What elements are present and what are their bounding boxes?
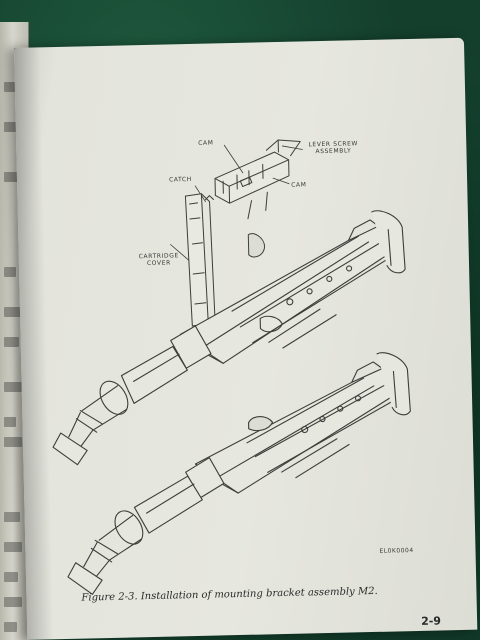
callout-lever-screw-assembly: LEVER SCREW ASSEMBLY [308,140,359,156]
callout-cam-right: CAM [291,181,307,189]
manual-page: CAM LEVER SCREW ASSEMBLY CAM CATCH CARTR… [14,37,478,640]
mounting-bracket-assembly-drawing [214,139,301,220]
page-number: 2-9 [420,614,442,628]
drawing-code: EL0K0004 [379,547,414,555]
callout-cartridge-cover: CARTRIDGE COVER [138,252,179,268]
callout-catch: CATCH [168,175,192,184]
cartridge-cover-drawing [184,193,266,329]
machine-gun-technical-drawing [52,139,411,595]
lower-gun-drawing [67,352,411,595]
callout-cam-left: CAM [198,139,214,147]
upper-gun-drawing [52,210,406,466]
